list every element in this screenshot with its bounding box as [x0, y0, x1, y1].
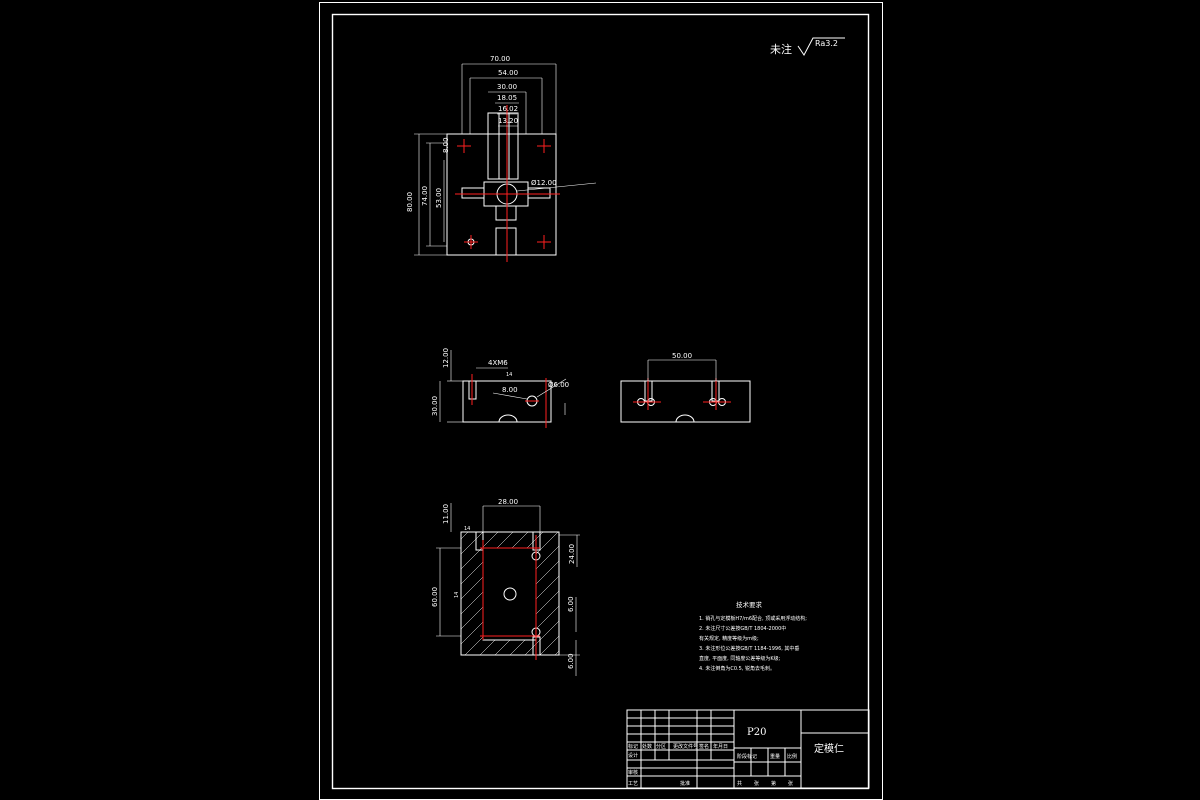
dim-section-6a: 6.00	[567, 596, 575, 612]
dim-section-angle1: 14	[464, 526, 470, 532]
material-name: P20	[747, 727, 766, 738]
dim-height-80: 80.00	[406, 192, 414, 212]
dim-side-12: 12.00	[442, 348, 450, 368]
dim-width-30: 30.00	[497, 83, 517, 91]
surface-roughness-note: 未注 Ra3.2	[770, 37, 845, 56]
part-name: 定模仁	[814, 742, 844, 755]
outer-frame	[319, 2, 883, 800]
tech-note-line: 4. 未注倒角为C0.5, 锐角去毛刺。	[699, 665, 775, 672]
tb-row-label: 审核	[628, 769, 638, 776]
dim-side-8: 8.00	[502, 386, 518, 394]
tb-col-label: 标记	[628, 743, 638, 750]
tech-notes: 技术要求 1. 销孔与定模板H7/m6配合, 顶或采用浮动结构; 2. 未注尺寸…	[699, 600, 807, 672]
tb-sheet-label: 共	[737, 780, 742, 787]
dim-side-30: 30.00	[431, 396, 439, 416]
section-view: 28.00 11.00 60.00 24.00 6.00 6.00 14 14	[431, 498, 580, 676]
tech-note-line: 有关规定, 精度等级为m级;	[699, 635, 759, 642]
front-view-outline	[620, 380, 751, 423]
surface-note-label: 未注	[770, 42, 792, 56]
tech-note-line: 1. 销孔与定模板H7/m6配合, 顶或采用浮动结构;	[699, 615, 807, 622]
tech-notes-title: 技术要求	[736, 600, 763, 609]
dim-height-53: 53.00	[435, 188, 443, 208]
dim-width-18: 18.05	[497, 94, 517, 102]
tb-sheet-label: 张	[754, 780, 759, 787]
tb-row-label: 批准	[680, 780, 690, 787]
dim-section-60: 60.00	[431, 587, 439, 607]
tb-col-label: 更改文件号	[673, 743, 698, 750]
front-view: 50.00	[620, 352, 751, 423]
dim-section-angle2: 14	[454, 592, 460, 598]
tb-row-label: 工艺	[628, 781, 638, 787]
tech-note-line: 3. 未注形位公差按GB/T 1184-1996, 其中垂	[699, 645, 799, 652]
top-view: 70.00 54.00 30.00 18.05 16.02 13.20 80.0…	[406, 55, 597, 262]
dim-width-54: 54.00	[498, 69, 518, 77]
dim-section-11: 11.00	[442, 504, 450, 524]
dim-width-16: 16.02	[498, 105, 518, 113]
dim-section-24: 24.00	[568, 544, 576, 564]
section-hatching	[461, 532, 559, 655]
tb-row-label: 设计	[628, 752, 638, 759]
tb-col-label: 处数	[642, 743, 652, 750]
side-view: 12.00 30.00 4XM6 14 8.00 Ø6.00	[431, 348, 569, 428]
dim-side-angle: 14	[506, 372, 512, 378]
dim-section-6b: 6.00	[567, 653, 575, 669]
tb-col-label: 签名	[699, 743, 709, 750]
tb-stage-label: 重量	[770, 753, 780, 760]
dim-height-8: 8.00	[442, 137, 450, 153]
title-block: 标记 处数 分区 更改文件号 签名 年月日 设计 审核 工艺 批准 阶段标记 重…	[626, 709, 870, 789]
tb-sheet-label: 第	[771, 780, 776, 787]
roughness-value: Ra3.2	[815, 39, 838, 48]
dim-front-50: 50.00	[672, 352, 692, 360]
tb-stage-label: 比例	[787, 753, 797, 760]
tb-stage-label: 阶段标记	[737, 753, 757, 760]
inner-frame	[331, 13, 870, 790]
tech-note-line: 直度, 平面度, 同轴度公差等级为K级;	[699, 655, 781, 662]
tb-col-label: 分区	[656, 743, 666, 750]
dim-hole-diameter: Ø12.00	[531, 179, 557, 187]
tech-note-line: 2. 未注尺寸公差按GB/T 1804-2000中	[699, 625, 786, 632]
dim-width-70: 70.00	[490, 55, 510, 63]
dim-section-28: 28.00	[498, 498, 518, 506]
side-view-outline	[462, 380, 552, 423]
dim-width-13: 13.20	[498, 117, 518, 125]
tb-col-label: 年月日	[713, 743, 728, 750]
dim-thread: 4XM6	[488, 359, 508, 367]
dim-side-dia6: Ø6.00	[548, 381, 569, 389]
tb-sheet-label: 张	[788, 780, 793, 787]
dim-height-74: 74.00	[421, 186, 429, 206]
